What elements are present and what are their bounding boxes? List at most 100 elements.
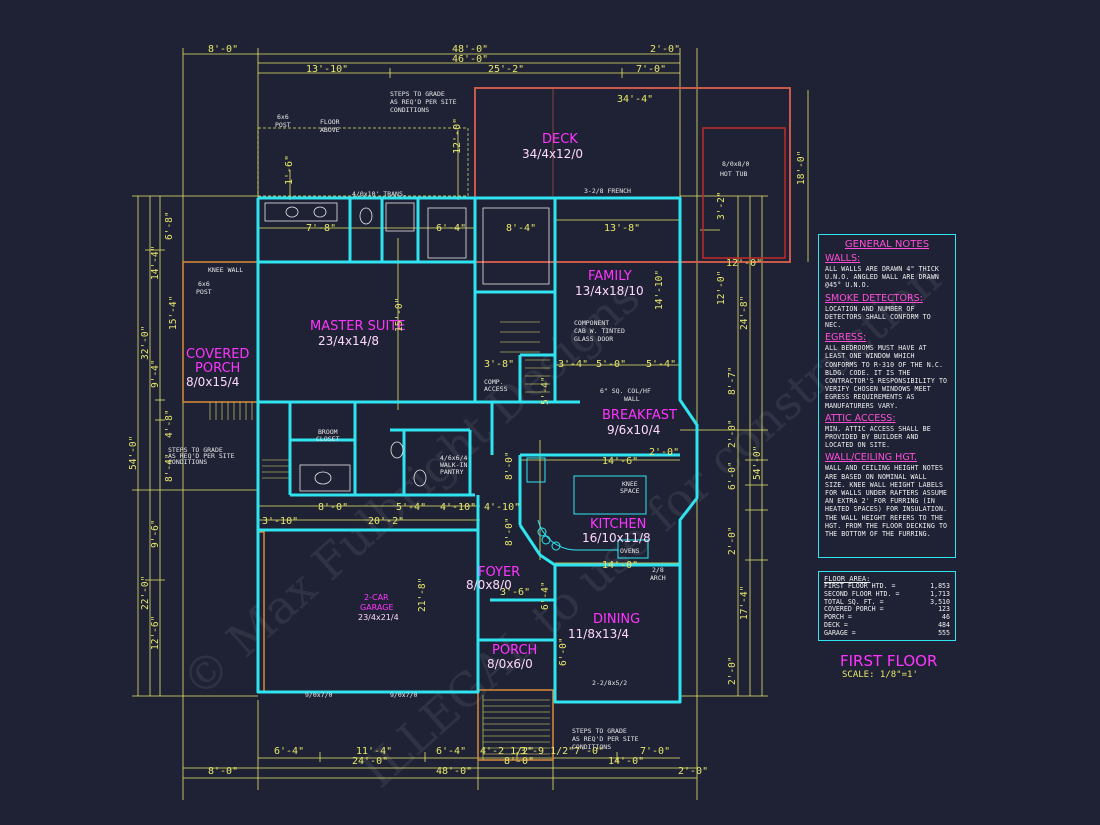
label-steps-left-3: CONDITIONS [168, 458, 207, 466]
notes-walls: ALL WALLS ARE DRAWN 4" THICK U.N.O. ANGL… [825, 265, 939, 290]
room-master-name: MASTER SUITE [310, 319, 405, 334]
dim-left-e: 9'-6" [150, 519, 161, 548]
room-dining-size: 11/8x13/4 [568, 627, 629, 641]
dim-right-f: 6'-0" [727, 461, 738, 490]
room-kitchen-size: 16/10x11/8 [582, 531, 651, 545]
dim-top-c: 7'-0" [636, 64, 666, 75]
dim-steps-depth: 12'-0" [452, 118, 463, 154]
label-steps-top-3: CONDITIONS [390, 106, 429, 114]
dim-breakfast-3: 5'-4" [646, 359, 676, 370]
dim-bath-1: 7'-8" [306, 223, 336, 234]
label-steps-top-2: AS REQ'D PER SITE [390, 98, 457, 106]
floor-area-label: DECK = [824, 620, 848, 629]
label-steps-bot-1: STEPS TO GRADE [572, 727, 627, 735]
label-post-left-1: 6x6 [198, 280, 210, 288]
dimension-labels: 8'-0" 48'-0" 2'-0" 46'-0" 13'-10" 25'-2"… [128, 44, 807, 777]
label-post-left-2: POST [196, 288, 212, 296]
label-front-window: 2-2/8x5/2 [592, 679, 627, 687]
dim-top-a: 13'-10" [306, 64, 348, 75]
dim-steps-small: 1'-6" [284, 155, 295, 185]
notes-wall-ceiling-heading: WALL/CEILING HGT. [825, 452, 918, 464]
dim-bottom-left: 8'-0" [208, 766, 238, 777]
label-comp-access-1: COMP. [484, 378, 504, 386]
dim-left-j: 15'-4" [168, 296, 179, 330]
dim-bottom-right: 2'-0" [678, 766, 708, 777]
floor-area-value: 484 [938, 620, 950, 629]
dim-right-e-inner: 2'-0" [649, 447, 679, 458]
floor-area-label: COVERED PORCH = [824, 605, 884, 614]
notes-wall-ceiling: WALL AND CEILING HEIGHT NOTES ARE BASED … [825, 464, 948, 539]
dim-bottom-i: 7'-0" [574, 746, 604, 757]
floor-area-row: TOTAL SQ. FT. =3,510 [824, 597, 950, 607]
room-garage-name1: 2-CAR [364, 593, 389, 602]
dim-bottom-h: 3'-9 1/2" [520, 746, 574, 757]
dim-right-c: 17'-4" [739, 586, 750, 620]
label-broom-2: CLOSET [316, 435, 340, 443]
floor-area-label: PORCH = [824, 613, 852, 622]
floor-above-outline [257, 127, 469, 197]
dim-left-total: 54'-0" [128, 436, 139, 470]
dim-left-b: 22'-0" [140, 576, 151, 610]
label-steps-bot-3: CONDITIONS [572, 743, 611, 751]
dim-top-b: 25'-2" [488, 64, 524, 75]
dim-breakfast-4: 3'-8" [484, 359, 514, 370]
floor-area-value: 3,510 [930, 597, 950, 606]
label-steps-top-1: STEPS TO GRADE [390, 90, 445, 98]
label-walkin-1: 4/6x6/4 [440, 454, 467, 462]
dim-mid-v1: 15'-0" [394, 298, 405, 332]
floor-area-row: GARAGE =555 [824, 629, 950, 638]
dim-right-e: 2'-0" [727, 419, 738, 448]
label-col-hf-2: WALL [624, 395, 640, 403]
label-garage-door-1: 9/0x7/0 [305, 691, 332, 699]
notes-heading: GENERAL NOTES [844, 239, 930, 250]
dim-left-h: 4'-8" [164, 409, 175, 438]
dim-left-a: 32'-0" [140, 326, 151, 360]
room-deck-size: 34/4x12/0 [522, 147, 583, 161]
room-labels: DECK 34/4x12/0 FAMILY 13/4x18/10 MASTER … [186, 132, 677, 671]
dim-mid-b: 8'-0" [318, 502, 348, 513]
label-floor-above-2: ABOVE [320, 126, 340, 134]
room-garage-size: 23/4x21/4 [358, 613, 399, 622]
dim-bottom-c: 14'-0" [608, 756, 644, 767]
label-garage-door-2: 9/0x7/0 [390, 691, 417, 699]
label-arch-1: 2/8 [652, 566, 664, 574]
dim-top-right: 2'-0" [650, 44, 680, 55]
dim-left-g: 6'-8" [164, 211, 175, 240]
dim-mid-c: 5'-4" [396, 502, 426, 513]
dim-bath-2: 6'-4" [436, 223, 466, 234]
label-hot-tub: HOT TUB [720, 170, 747, 178]
dim-bottom-g: 4'-2 1/2" [480, 746, 534, 757]
label-knee-wall: KNEE WALL [208, 266, 243, 274]
notes-walls-heading: WALLS: [825, 253, 861, 264]
dim-bottom-a: 24'-0" [352, 756, 388, 767]
label-steps-left-2: AS REQ'D PER SITE [168, 452, 235, 460]
dim-deck-width: 34'-4" [617, 94, 653, 105]
notes-egress: ALL BEDROOMS MUST HAVE AT LEAST ONE WIND… [825, 344, 948, 410]
dim-bottom-total: 48'-0" [436, 766, 472, 777]
dim-deck-depth: 12'-0" [726, 258, 762, 269]
label-ovens: OVENS [620, 547, 640, 555]
label-steps-left-1: STEPS TO GRADE [168, 446, 223, 454]
room-deck-name: DECK [542, 132, 578, 147]
stairs [209, 321, 550, 760]
floor-area-row: DECK = 484 [824, 620, 950, 630]
dim-mid-v6: 6'-0" [558, 637, 569, 666]
label-col-hf-1: 6" SQ. COL/HF [600, 387, 651, 395]
deck [474, 87, 791, 263]
dim-mid-v7: 8'-0" [504, 451, 515, 480]
floor-area-value: 123 [938, 605, 950, 614]
floor-area-label: FIRST FLOOR HTD. = [824, 582, 896, 590]
label-knee-space-1: KNEE [622, 480, 638, 488]
dim-family-width: 13'-8" [604, 223, 640, 234]
notes-egress-heading: EGRESS: [825, 332, 867, 344]
dim-right-a: 24'-8" [739, 296, 750, 330]
plan-title: FIRST FLOOR [840, 652, 938, 670]
room-breakfast-size: 9/6x10/4 [607, 423, 660, 437]
room-family-size: 13/4x18/10 [575, 284, 644, 298]
dim-bottom-b: 8'-0" [504, 756, 534, 767]
dim-bottom-f: 6'-4" [436, 746, 466, 757]
label-floor-above-1: FLOOR [320, 118, 340, 126]
label-comp-access-2: ACCESS [484, 385, 508, 393]
dim-dining-width: 14'-0" [602, 560, 638, 571]
